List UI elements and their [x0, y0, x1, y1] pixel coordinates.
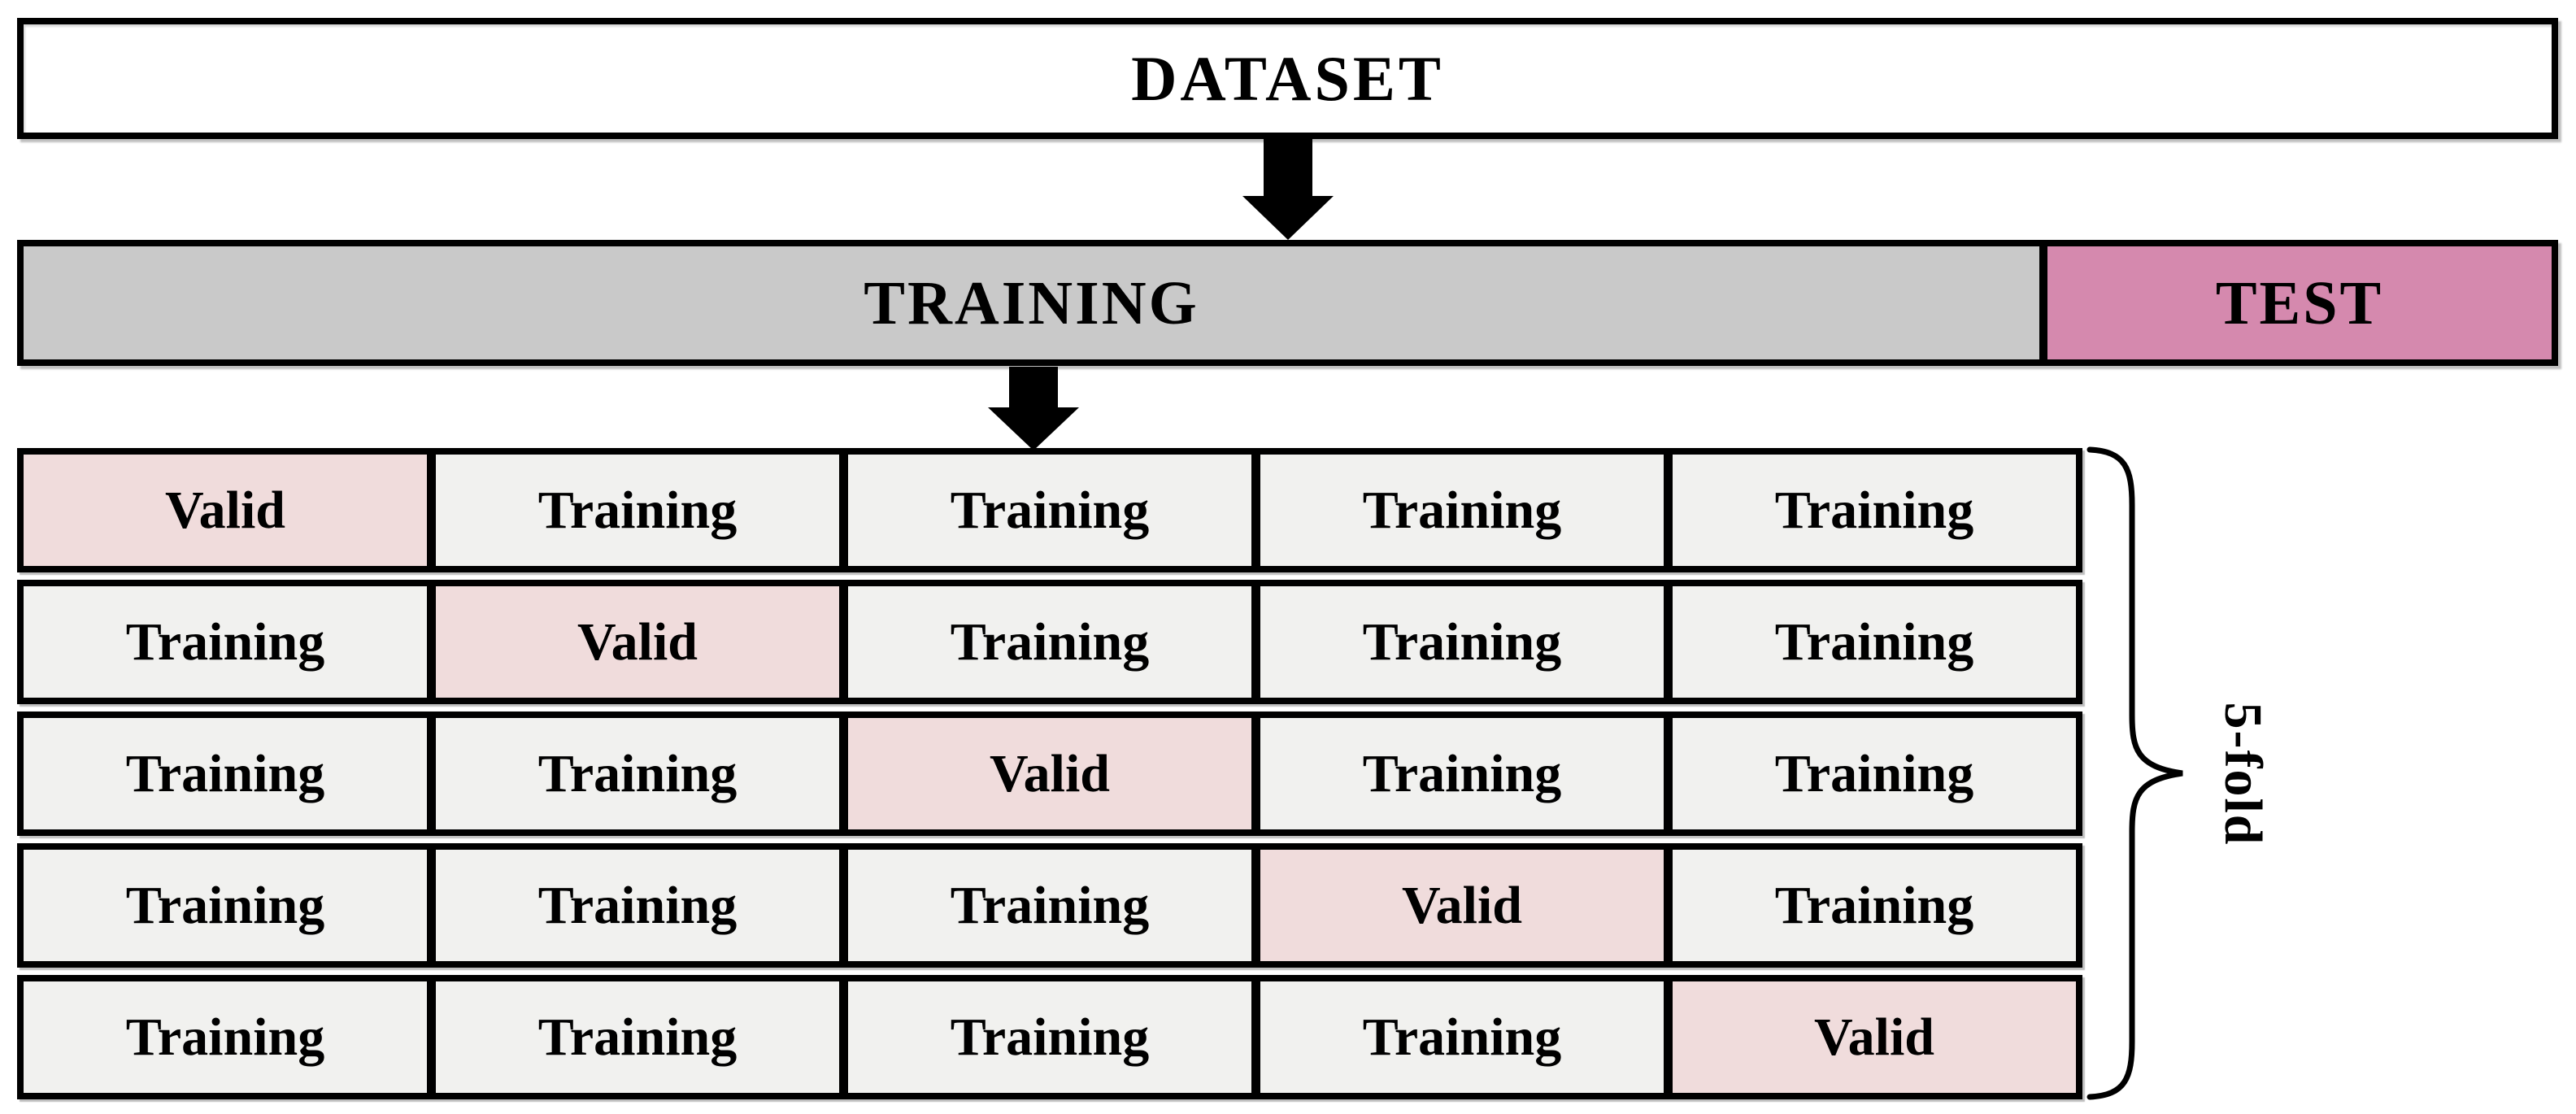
fold-cell-training: Training: [436, 850, 848, 961]
fold-cell-training: Training: [1260, 586, 1673, 698]
train-test-split-bar: TRAINING TEST: [17, 240, 2558, 366]
fold-cell-training: Training: [436, 718, 848, 829]
fold-cell-training: Training: [24, 718, 436, 829]
fold-count-label: 5-fold: [2213, 702, 2273, 846]
dataset-label: DATASET: [1131, 42, 1444, 114]
fold-cell-training: Training: [24, 586, 436, 698]
fold-cell-training: Training: [848, 455, 1260, 566]
fold-cell-valid: Valid: [1260, 850, 1673, 961]
dataset-box: DATASET: [17, 18, 2558, 139]
test-label: TEST: [2215, 268, 2384, 337]
fold-cell-training: Training: [848, 981, 1260, 1093]
fold-cell-training: Training: [1673, 850, 2076, 961]
down-arrow-icon: [988, 367, 1079, 450]
test-segment: TEST: [2047, 246, 2552, 359]
training-segment: TRAINING: [24, 246, 2047, 359]
fold-cell-training: Training: [848, 586, 1260, 698]
fold-cell-training: Training: [436, 981, 848, 1093]
down-arrow-icon: [1242, 139, 1334, 240]
fold-cell-valid: Valid: [1673, 981, 2076, 1093]
fold-cell-valid: Valid: [848, 718, 1260, 829]
fold-cell-training: Training: [1260, 455, 1673, 566]
fold-cell-training: Training: [1673, 455, 2076, 566]
fold-cell-training: Training: [24, 850, 436, 961]
fold-cell-training: Training: [24, 981, 436, 1093]
fold-cell-training: Training: [1260, 981, 1673, 1093]
fold-cell-valid: Valid: [436, 586, 848, 698]
fold-cell-training: Training: [1673, 718, 2076, 829]
fold-cell-valid: Valid: [24, 455, 436, 566]
fold-cell-training: Training: [436, 455, 848, 566]
training-label: TRAINING: [864, 268, 1199, 337]
fold-cell-training: Training: [1260, 718, 1673, 829]
curly-brace-icon: [2086, 446, 2183, 1100]
fold-cell-training: Training: [1673, 586, 2076, 698]
fold-cell-training: Training: [848, 850, 1260, 961]
